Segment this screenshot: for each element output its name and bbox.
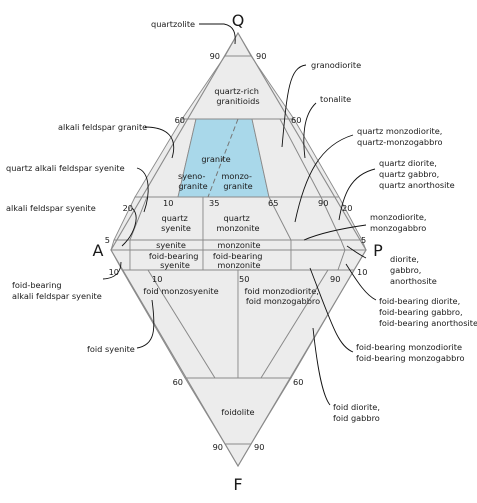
tick-labels: 90 90 60 60 20 20 5 5 10 10 60 60 90 90 … — [105, 51, 368, 452]
tick-p65: 65 — [268, 198, 278, 208]
tick-q90-right: 90 — [256, 51, 266, 61]
tick-q20-left: 20 — [123, 203, 133, 213]
callout-monzodiorite: monzodiorite, monzogabbro — [370, 212, 429, 233]
leader-foid-bearing-diorite — [345, 263, 377, 301]
leader-diorite — [346, 245, 367, 259]
leader-lines — [102, 23, 377, 406]
granite-divider-dashed — [207, 118, 239, 198]
label-quartz-syenite: quartz syenite — [161, 213, 191, 233]
leader-quartz-monzodiorite — [294, 134, 354, 223]
tick-p90: 90 — [318, 198, 328, 208]
tick-f90-right: 90 — [254, 442, 264, 452]
callout-diorite: diorite, gabbro, anorthosite — [390, 254, 437, 286]
field-monzodiorite — [290, 239, 346, 251]
tick-p10: 10 — [163, 198, 173, 208]
vertex-p-label: P — [373, 241, 383, 260]
leader-quartzolite — [199, 23, 236, 45]
callout-foid-bearing-monzodiorite: foid-bearing monzodiorite foid-bearing m… — [356, 342, 465, 363]
tick-p35: 35 — [209, 198, 219, 208]
tick-f60-right: 60 — [293, 377, 303, 387]
label-quartz-monzonite: quartz monzonite — [216, 213, 259, 233]
label-monzonite: monzonite — [217, 240, 260, 250]
callout-foid-bearing-diorite: foid-bearing diorite, foid-bearing gabbr… — [379, 296, 477, 328]
vertex-f-label: F — [233, 475, 242, 494]
callout-granodiorite: granodiorite — [311, 60, 361, 70]
callout-quartz-alkali-feldspar-syenite: quartz alkali feldspar syenite — [6, 163, 125, 173]
tick-f10-left: 10 — [109, 267, 119, 277]
leader-foid-bearing-alkali — [102, 261, 122, 280]
leader-alkali-feldspar-syenite — [121, 207, 137, 247]
tick-q5-left: 5 — [105, 235, 110, 245]
field-labels: quartz-rich granitioids granite syeno- g… — [143, 86, 321, 417]
callout-foid-diorite: foid diorite, foid gabbro — [333, 402, 383, 423]
tick-f90-left: 90 — [213, 442, 223, 452]
label-foidolite: foidolite — [221, 407, 254, 417]
callout-alkali-feldspar-syenite: alkali feldspar syenite — [6, 203, 96, 213]
tick-q90-left: 90 — [210, 51, 220, 61]
tick-q20-right: 20 — [342, 203, 352, 213]
leader-granodiorite — [281, 64, 307, 148]
leader-quartz-diorite — [338, 168, 376, 221]
label-foid-monzosyenite: foid monzosyenite — [143, 286, 218, 296]
tick-pl50: 50 — [239, 274, 249, 284]
vertex-a-label: A — [93, 241, 104, 260]
leader-foid-syenite — [136, 299, 155, 349]
leader-quartz-alkali-feldspar-syenite — [136, 167, 149, 213]
callout-labels: quartzolite alkali feldspar granite quar… — [6, 19, 477, 423]
tick-pl90: 90 — [330, 274, 340, 284]
callout-quartzolite: quartzolite — [151, 19, 195, 29]
callout-quartz-monzodiorite: quartz monzodiorite, quartz-monzogabbro — [357, 126, 445, 147]
leader-foid-diorite — [312, 327, 331, 406]
tick-q60-right: 60 — [291, 115, 301, 125]
callout-quartz-diorite: quartz diorite, quartz gabbro, quartz an… — [379, 158, 455, 190]
callout-foid-bearing-alkali: foid-bearing alkali feldspar syenite — [12, 280, 102, 301]
leader-alkali-feldspar-granite — [144, 126, 174, 159]
field-quartzolite — [224, 32, 252, 57]
tick-f60-left: 60 — [173, 377, 183, 387]
vertex-q-label: Q — [232, 11, 245, 30]
label-foid-monzodiorite: foid monzodiorite, foid monzogabbro — [244, 286, 321, 306]
label-granite: granite — [201, 154, 230, 164]
field-foidolite-apex — [224, 443, 252, 467]
tick-f10-right: 10 — [357, 267, 367, 277]
leader-monzodiorite — [303, 224, 367, 241]
diagram-outline — [110, 31, 367, 468]
tick-q60-left: 60 — [175, 115, 185, 125]
callout-foid-syenite: foid syenite — [87, 344, 135, 354]
tick-q5-right: 5 — [361, 235, 366, 245]
leader-foid-bearing-monzodiorite — [309, 267, 354, 353]
field-foid-bearing-monzodiorite — [290, 249, 346, 271]
label-monzogranite: monzo- granite — [221, 171, 254, 191]
label-foid-bearing-syenite: foid-bearing syenite — [149, 251, 201, 270]
label-syenite: syenite — [156, 240, 186, 250]
label-foid-bearing-monzonite: foid-bearing monzonite — [213, 251, 265, 270]
label-syenogranite: syeno- granite — [178, 171, 208, 191]
tick-pl10: 10 — [152, 274, 162, 284]
leader-tonalite — [303, 102, 317, 159]
callout-tonalite: tonalite — [320, 94, 351, 104]
callout-alkali-feldspar-granite: alkali feldspar granite — [58, 122, 147, 132]
label-quartz-rich-granitoids: quartz-rich granitioids — [214, 86, 261, 106]
